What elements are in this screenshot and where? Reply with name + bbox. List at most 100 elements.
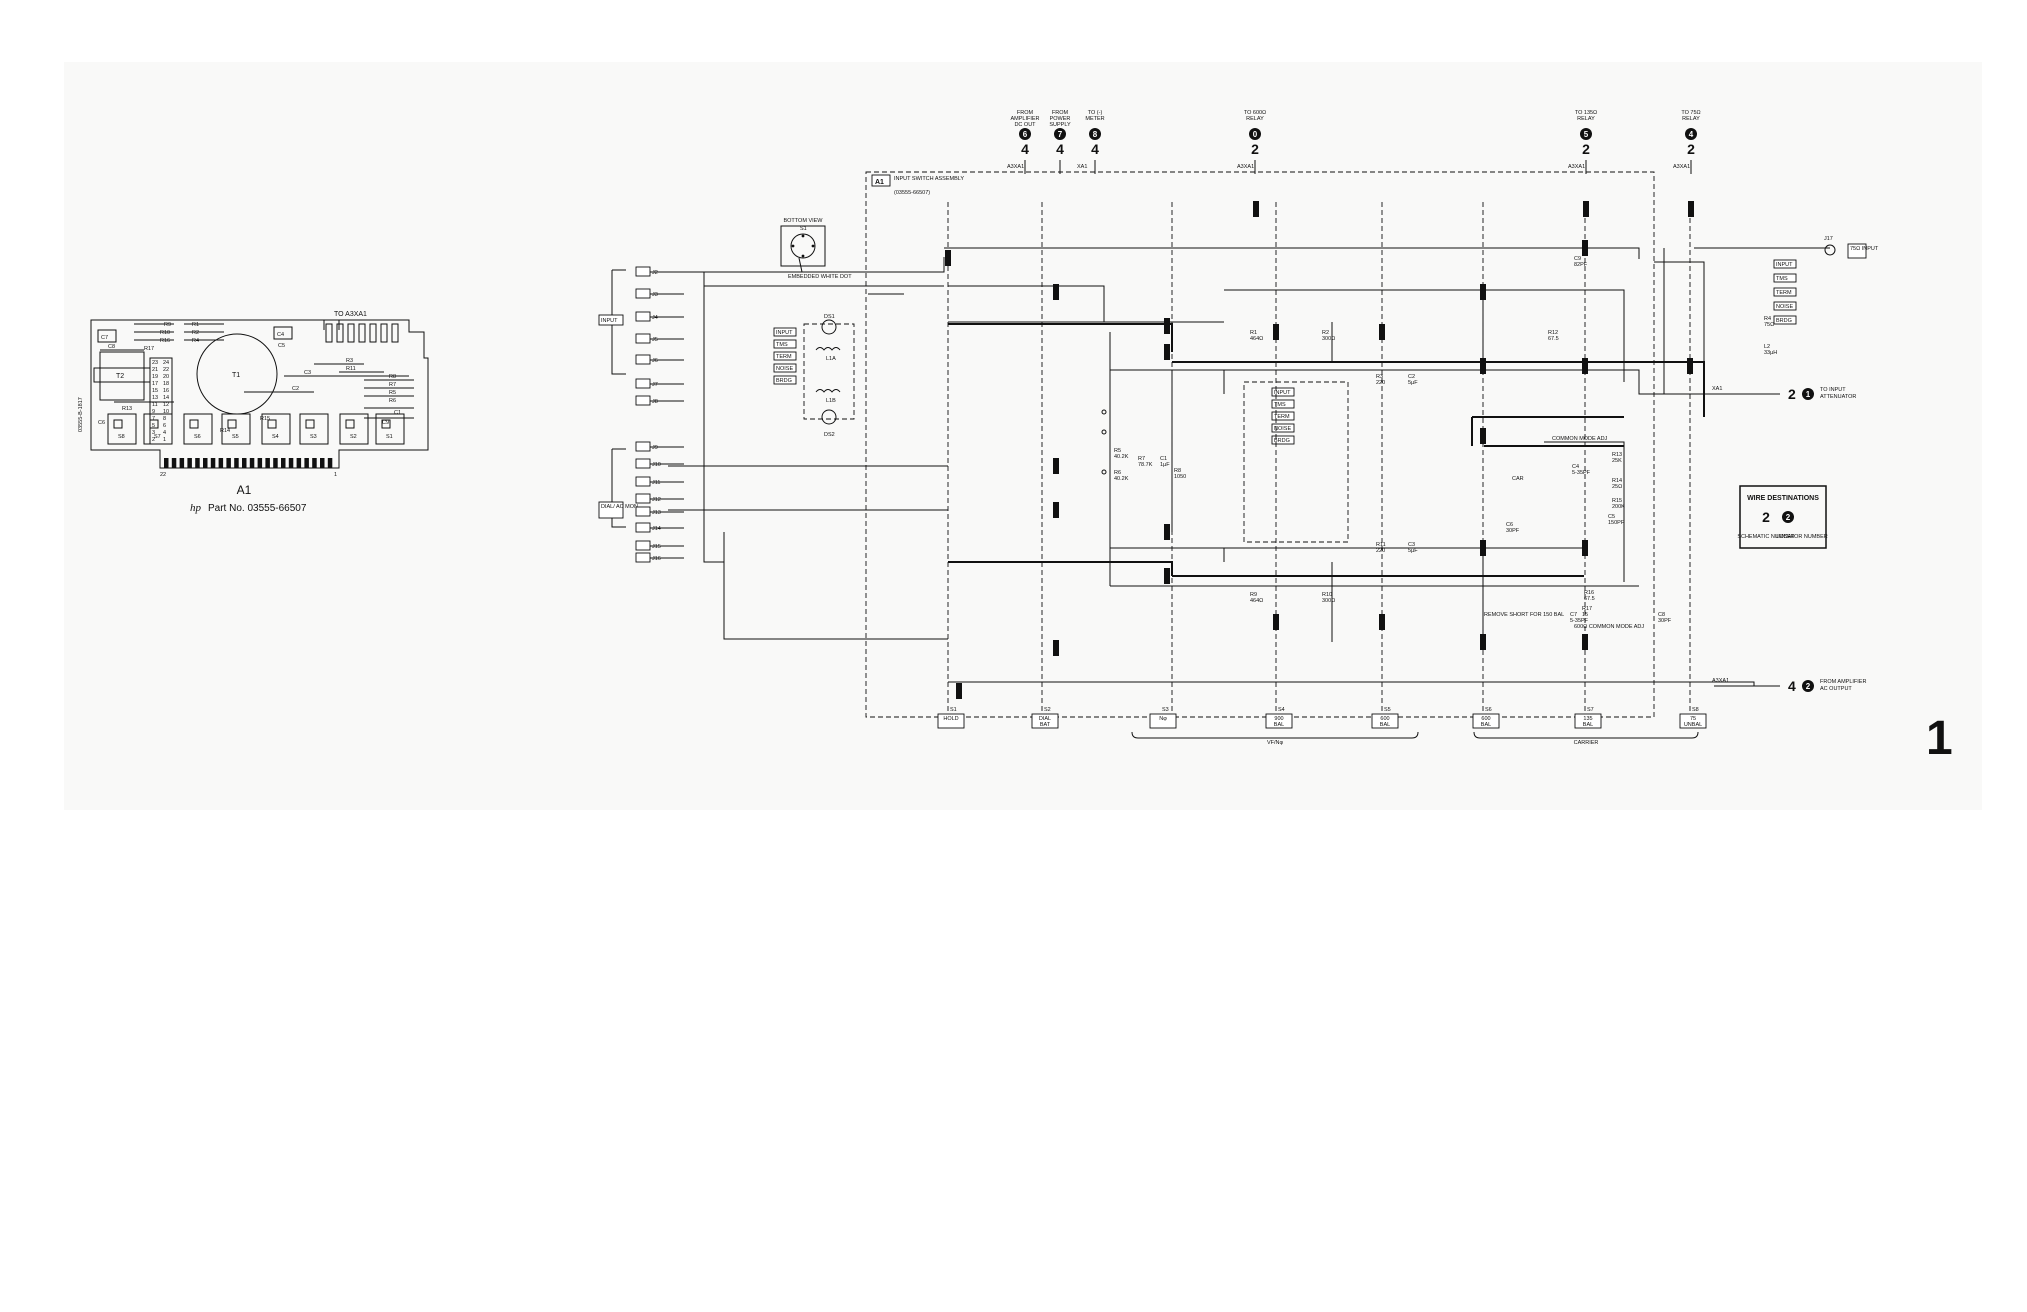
top-finger xyxy=(347,323,355,343)
bottom-switch-label: 600 xyxy=(1380,716,1389,722)
pin-num: 4 xyxy=(163,430,166,436)
j17-id: J17 xyxy=(1824,236,1833,242)
jack-box xyxy=(635,354,651,365)
board-switch-knob xyxy=(189,419,199,429)
component-ref: R6 xyxy=(1114,470,1121,476)
board-brand: hp xyxy=(190,502,202,514)
bottom-switch-label: BAL xyxy=(1583,722,1593,728)
pin-num: 7 xyxy=(152,416,155,422)
pin-num: 3 xyxy=(152,430,155,436)
edge-finger xyxy=(257,458,263,468)
connector-ref: XA1 xyxy=(1077,164,1087,170)
a1-assembly-frame xyxy=(865,171,1655,718)
text-13: C3 xyxy=(304,370,311,376)
text-16: R5 xyxy=(389,390,396,396)
top-dest-label: SUPPLY xyxy=(1049,122,1071,128)
path xyxy=(798,257,803,273)
component-ref: C8 xyxy=(1658,612,1665,618)
component-value: 67.5 xyxy=(1548,336,1559,342)
a1-ref-box xyxy=(871,174,891,187)
edge-finger xyxy=(265,458,270,468)
j17-connector: J17 75Ω INPUT xyxy=(1824,236,1879,259)
switch-contact xyxy=(1688,201,1694,217)
text-12: R8 xyxy=(389,374,396,380)
bottom-switch-label: BAL xyxy=(1380,722,1390,728)
text-23: R15 xyxy=(260,416,270,422)
switch-label-box xyxy=(773,339,797,349)
bottom-switch-ref: S8 xyxy=(1692,707,1699,713)
component-ref: R9 xyxy=(1250,592,1257,598)
bottom-switch-ref: S7 xyxy=(1587,707,1594,713)
board-switch-label: S7 xyxy=(154,434,161,440)
component-value: 300Ω xyxy=(1322,598,1335,604)
bottom-switch-box xyxy=(1574,713,1602,729)
wire xyxy=(948,285,1110,323)
switch-label: NOISE xyxy=(1274,426,1291,432)
switch-label: NOISE xyxy=(1776,304,1793,310)
text-11: R11 xyxy=(346,366,356,372)
switch-contact xyxy=(1379,614,1385,630)
top-dest-label: TO 75Ω xyxy=(1681,110,1700,116)
locator-badge xyxy=(1802,388,1814,400)
bottom-switches: S1HOLDS2DIALBATS3NφS4900BALS5600BALS6600… xyxy=(937,707,1707,729)
component-ref: R8 xyxy=(1174,468,1181,474)
switch-label: BRDG xyxy=(776,378,792,384)
top-dest-label: AMPLIFIER xyxy=(1010,116,1039,122)
jack-box xyxy=(635,552,651,563)
locator-badge xyxy=(1580,128,1592,140)
edge-finger xyxy=(195,458,200,468)
component-value: 1050 xyxy=(1174,474,1186,480)
pin-num: 10 xyxy=(163,409,169,415)
board-serial: 03555-B-1817 xyxy=(78,397,84,432)
jack-label: J16 xyxy=(652,556,661,562)
center-switch-frame xyxy=(1243,381,1349,543)
edge-finger xyxy=(320,458,325,468)
jack-box xyxy=(635,311,651,322)
switch-label-box xyxy=(1271,423,1295,433)
switch-label-box xyxy=(773,375,797,385)
right-dest-label: TO INPUT xyxy=(1820,387,1846,393)
bottom-switch-box xyxy=(1149,713,1177,729)
bottom-switch-label: 600 xyxy=(1481,716,1490,722)
edge-finger xyxy=(296,458,302,468)
component-ref: C6 xyxy=(1506,522,1513,528)
locator-number: 6 xyxy=(1023,130,1028,139)
jack-label: J10 xyxy=(652,462,661,468)
schematic-number: 2 xyxy=(1582,141,1590,157)
text-18: C1 xyxy=(394,410,401,416)
edge-finger xyxy=(281,458,286,468)
terminal xyxy=(1101,429,1107,435)
pin-num: 14 xyxy=(163,395,169,401)
c4-part-label: C4 xyxy=(277,332,284,338)
c4-part xyxy=(273,326,293,340)
text-22: R14 xyxy=(220,428,230,434)
edge-finger xyxy=(242,458,247,468)
top-finger xyxy=(325,323,333,343)
pin-num: 16 xyxy=(163,388,169,394)
text-19: R13 xyxy=(122,406,132,412)
locator-badge xyxy=(1054,128,1066,140)
jack-label: J6 xyxy=(652,358,658,364)
board-switch-knob xyxy=(113,419,123,429)
a1-ref: A1 xyxy=(875,179,884,186)
l1a-label: L1A xyxy=(826,356,836,362)
jack-label: J12 xyxy=(652,497,661,503)
input-panel-label: INPUT xyxy=(601,318,618,324)
top-finger xyxy=(380,323,388,343)
board-resistors xyxy=(100,323,414,419)
right-dest-label: ATTENUATOR xyxy=(1820,394,1856,400)
pin-num: 17 xyxy=(152,381,158,387)
component-ref: R10 xyxy=(1322,592,1332,598)
bottom-switch-label: HOLD xyxy=(943,716,958,722)
top-dest-label: FROM xyxy=(1052,110,1069,116)
switch-label: TMS xyxy=(776,342,788,348)
pin-num: 12 xyxy=(163,402,169,408)
connector-ref: A3XA1 xyxy=(1673,164,1690,170)
right-dest-label: FROM AMPLIFIER xyxy=(1820,679,1866,685)
pin-num: 23 xyxy=(152,360,158,366)
t2-part-label: T2 xyxy=(116,373,124,380)
